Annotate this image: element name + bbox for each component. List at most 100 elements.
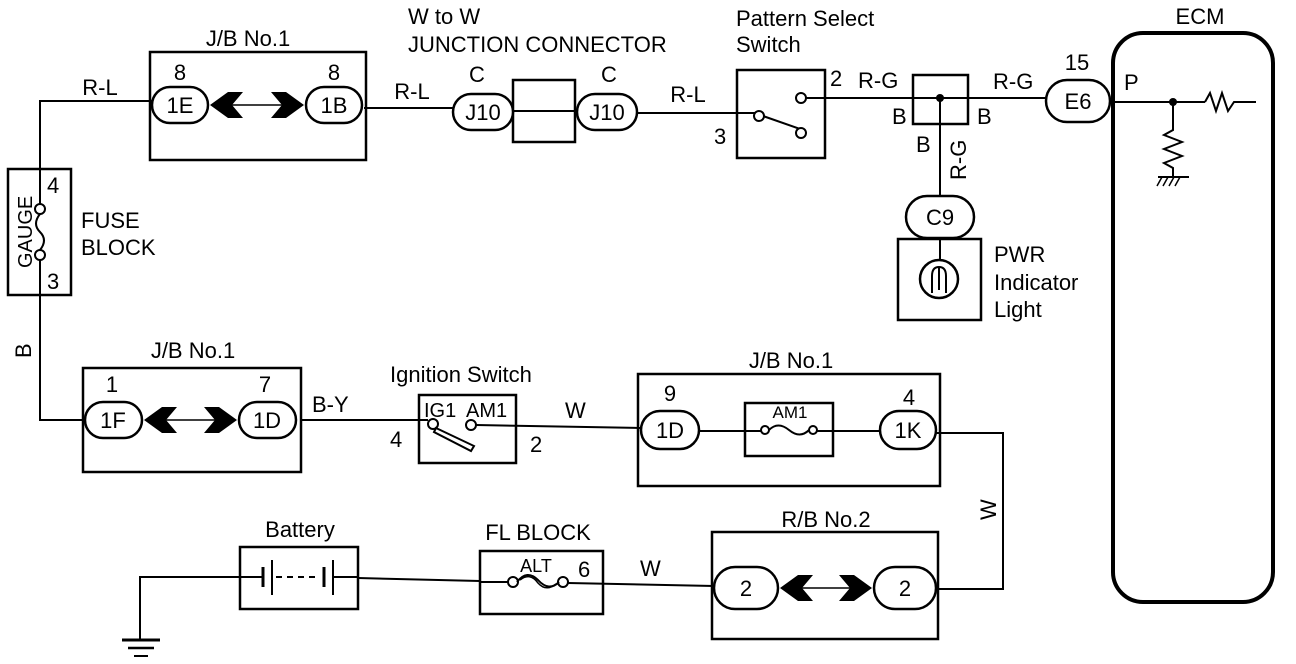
fuse-frame (743, 401, 835, 458)
ground-icon (1156, 176, 1189, 187)
pin-number: 7 (259, 372, 271, 397)
pin-number: 3 (47, 269, 59, 294)
light-title: Indicator (994, 270, 1078, 295)
pin-label: C (601, 62, 617, 87)
pin-number: 6 (578, 557, 590, 582)
fuse-terminal (34, 249, 46, 261)
wire-color-label: W (565, 398, 586, 423)
pin-number: 9 (664, 381, 676, 406)
pin-number: 1 (106, 372, 118, 397)
connector-label: 2 (899, 576, 911, 601)
junction-block-mid: J/B No.1 1 7 1F 1D (81, 338, 303, 474)
fuse-label: AM1 (773, 403, 808, 422)
connector-label: 1B (321, 93, 348, 118)
fuse-terminal (557, 576, 569, 588)
switch-terminal (795, 127, 807, 139)
pwr-indicator-light: C9 PWR Indicator Light (896, 194, 1078, 322)
connector-label: 1E (167, 93, 194, 118)
light-title: PWR (994, 242, 1045, 267)
wire-ground-to-battery (139, 576, 242, 639)
wire-color-label: R-L (670, 82, 705, 107)
arrow-left-icon (210, 92, 243, 118)
switch-title: Switch (736, 32, 801, 57)
connector-label: J10 (465, 100, 500, 125)
wire-color-label: R-L (394, 79, 429, 104)
connector-J10 (451, 92, 515, 132)
wire-fl-to-rb (567, 582, 715, 587)
connector-label: 1D (253, 408, 281, 433)
wire-ignition-to-jb (475, 424, 641, 429)
arrow-right-icon (204, 407, 237, 433)
junction-block-title: J/B No.1 (749, 348, 833, 373)
wire-battery-to-fl (357, 577, 481, 582)
junction-connector-title: JUNCTION CONNECTOR (408, 32, 667, 57)
ignition-switch-title: Ignition Switch (390, 362, 532, 387)
junction-connector-title: W to W (408, 4, 480, 29)
relay-block-frame (710, 530, 940, 641)
relay-block: R/B No.2 2 2 (710, 507, 940, 641)
fuse-icon (768, 424, 810, 436)
fuse-name: GAUGE (15, 196, 37, 268)
switch-lever (432, 426, 476, 453)
filament-icon (931, 265, 947, 293)
wire-color-label: B (11, 343, 36, 358)
wire-fuse-to-jb-mid (39, 260, 85, 421)
pin-number: 4 (903, 385, 915, 410)
pin-label: C (469, 62, 485, 87)
pin-number: 2 (830, 66, 842, 91)
switch-terminal (795, 92, 807, 104)
fuse-label: ALT (520, 556, 552, 576)
pin-number: 2 (530, 432, 542, 457)
connector-label: 2 (740, 576, 752, 601)
wire-color-label: B-Y (312, 392, 349, 417)
wire-fuse-to-jb-top (39, 100, 152, 205)
wire-color-label: R-L (82, 75, 117, 100)
wire-jb-to-rb (936, 432, 1004, 590)
splice-label: B (892, 104, 907, 129)
battery-title: Battery (265, 517, 335, 542)
fuse-icon (519, 575, 557, 589)
connector-1D (237, 400, 298, 440)
arrow-left-icon (144, 407, 177, 433)
battery: Battery (238, 517, 360, 611)
pin-number: 8 (174, 60, 186, 85)
pin-number: 15 (1065, 50, 1089, 75)
light-title: Light (994, 297, 1042, 322)
fuse-terminal (34, 203, 46, 215)
wire-color-label: W (976, 499, 1001, 520)
fuse-terminal (808, 425, 818, 435)
fuse-block-title: BLOCK (81, 235, 156, 260)
fuse-block: GAUGE 4 3 FUSE BLOCK (6, 167, 156, 297)
fuse-terminal (507, 576, 519, 588)
pin-number: 4 (390, 427, 402, 452)
relay-block-title: R/B No.2 (781, 507, 870, 532)
connector-1K (878, 409, 938, 451)
connector-2 (872, 565, 938, 611)
junction-connector: W to W JUNCTION CONNECTOR C C J10 J10 (408, 4, 667, 144)
connector-label: 1F (100, 408, 126, 433)
arrow-right-icon (839, 575, 872, 601)
fl-block: FL BLOCK ALT 6 (478, 520, 605, 616)
ecm-pin-label: P (1124, 70, 1139, 95)
ecm-unit: ECM P (1111, 4, 1275, 604)
fuse-icon (516, 574, 560, 588)
ignition-switch-frame (417, 393, 518, 465)
connector-label: E6 (1065, 89, 1092, 114)
connector-1E (150, 85, 210, 125)
junction-block-top: J/B No.1 8 8 1E 1B (148, 26, 368, 162)
ecm-title: ECM (1176, 4, 1225, 29)
splice-label: B (916, 132, 931, 157)
junction-block-title: J/B No.1 (151, 338, 235, 363)
resistor-icon (1161, 102, 1185, 176)
switch-lever (762, 115, 804, 131)
terminal-label: IG1 (424, 400, 456, 422)
connector-2 (712, 565, 780, 611)
wire-color-label: R-G (946, 140, 971, 180)
junction-block-frame (636, 372, 942, 488)
switch-terminal (465, 419, 477, 431)
switch-title: Pattern Select (736, 6, 874, 31)
fl-block-title: FL BLOCK (485, 520, 591, 545)
junction-block-title: J/B No.1 (206, 26, 290, 51)
arrow-right-icon (271, 92, 304, 118)
